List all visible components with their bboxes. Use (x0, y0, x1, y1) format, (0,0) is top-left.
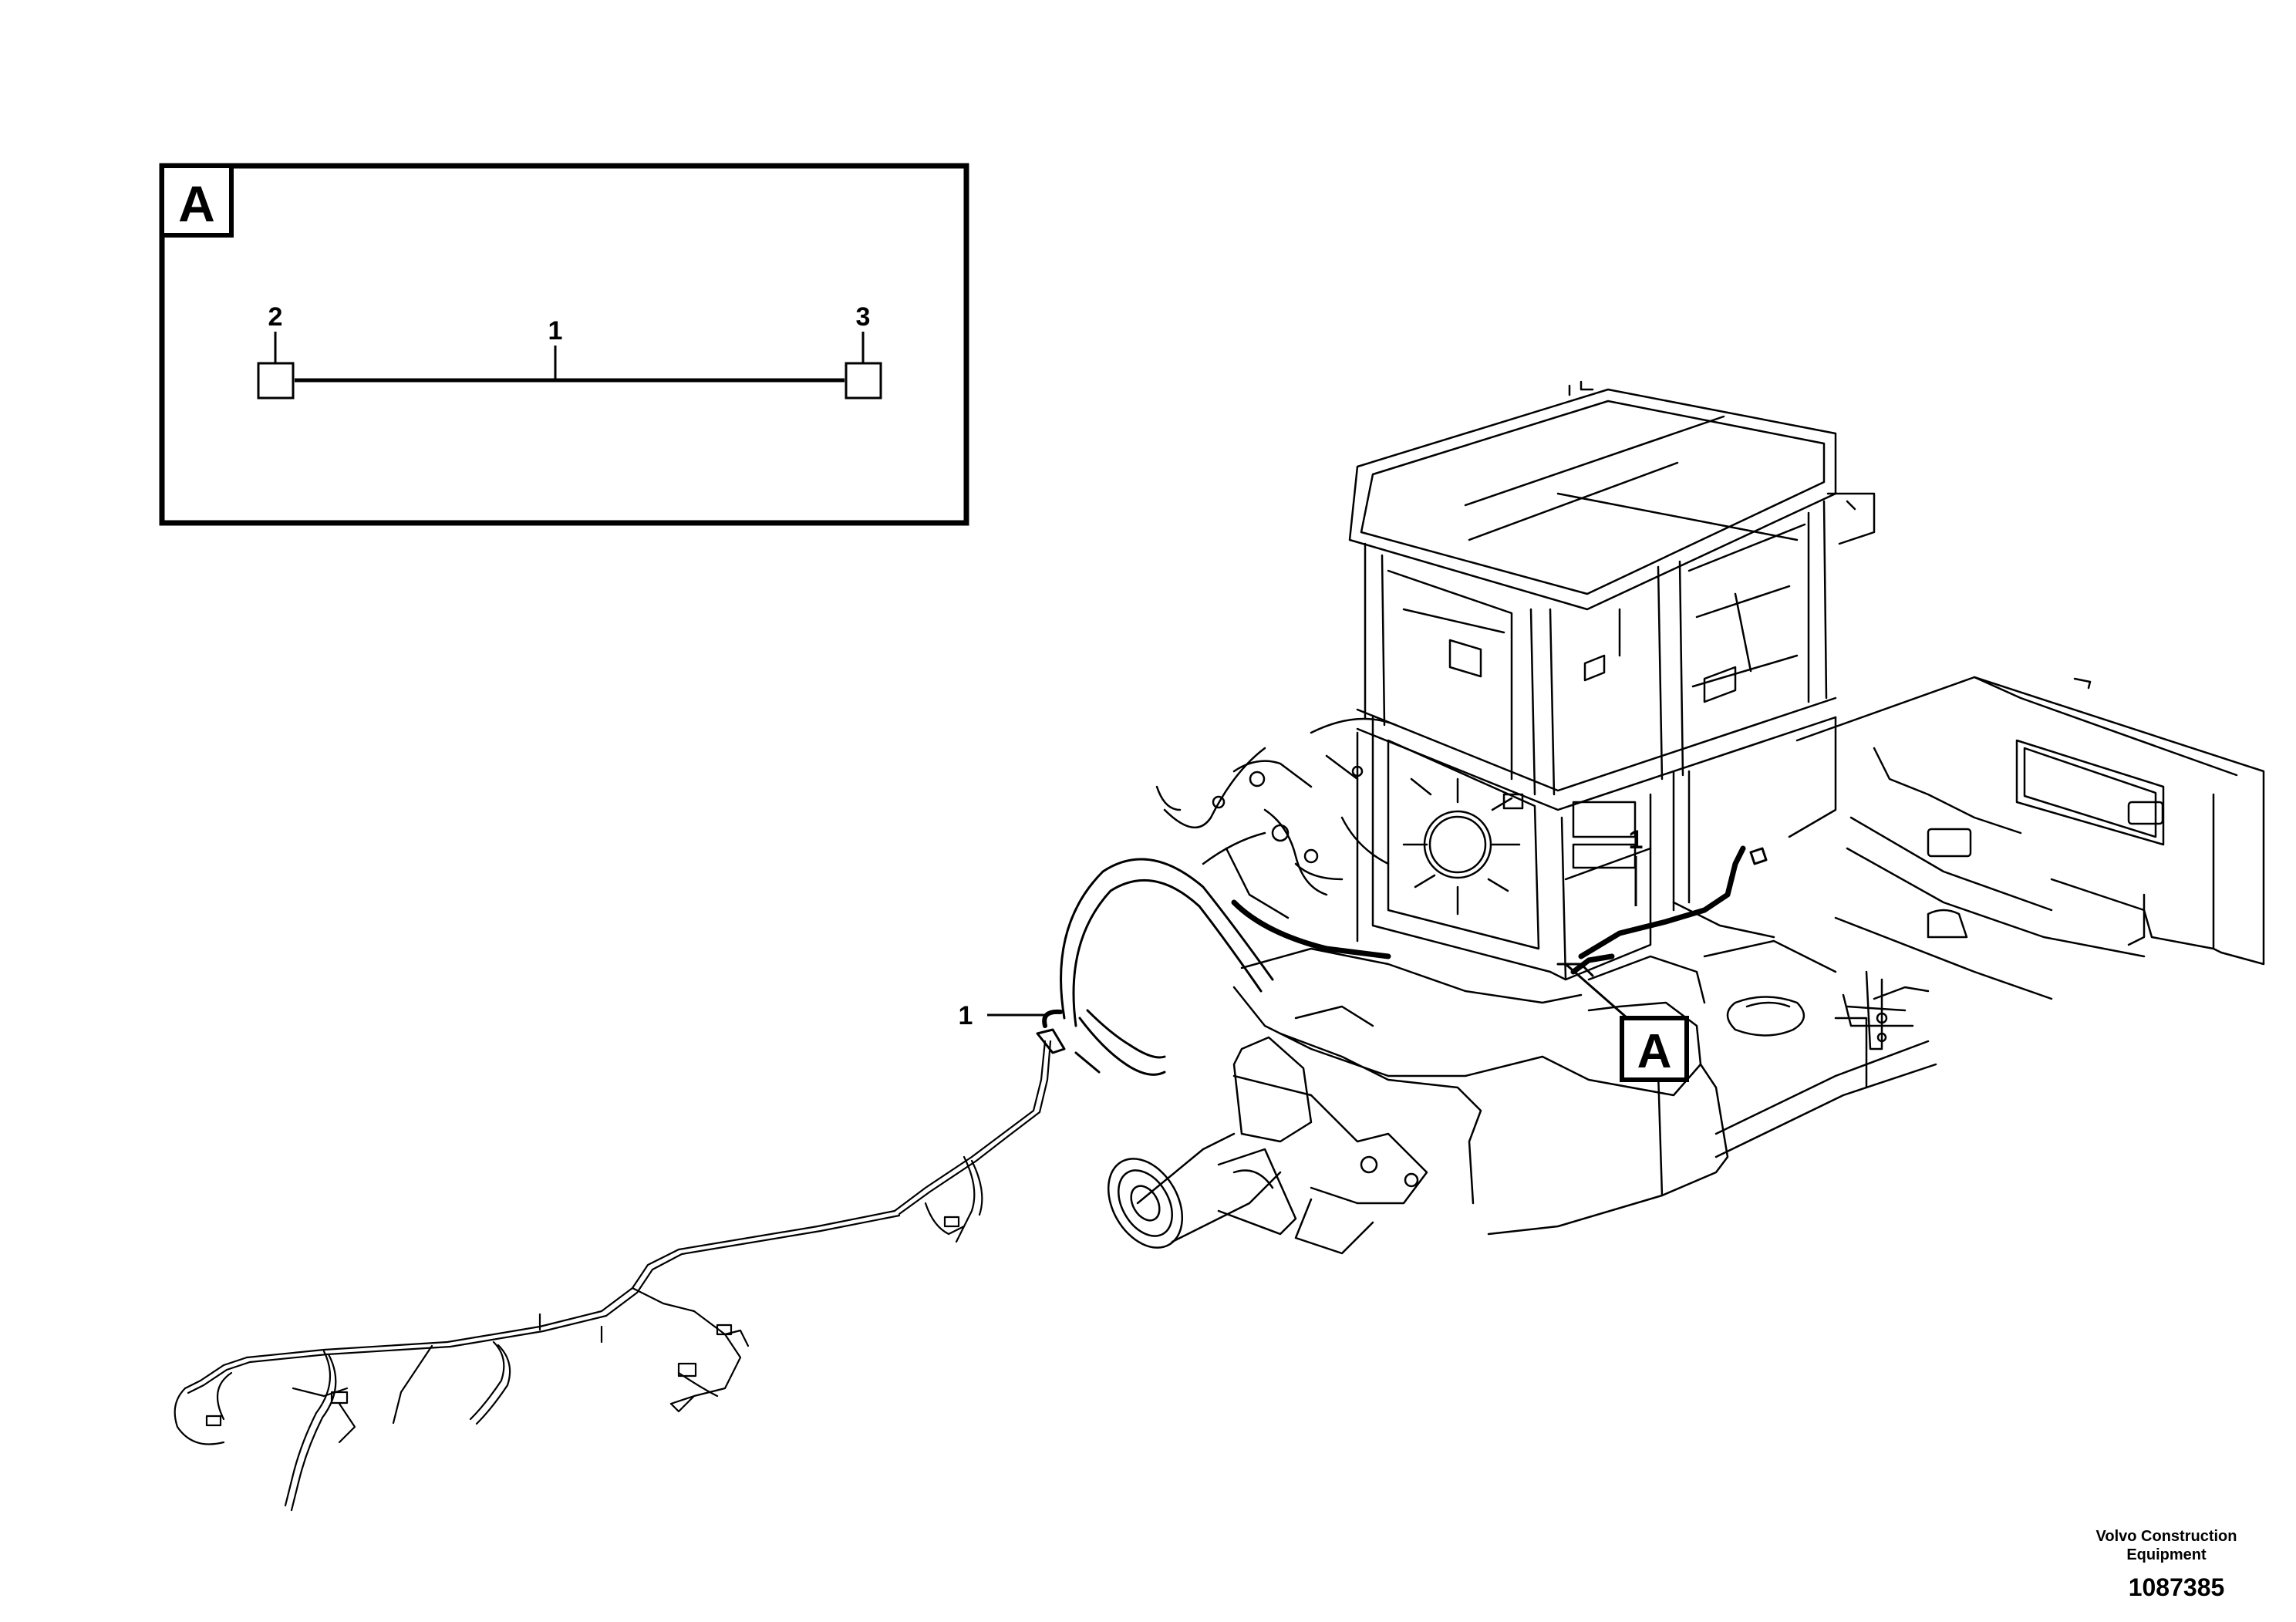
main-callouts: 1 1 A (959, 825, 1689, 1082)
front-axle (1107, 1005, 1428, 1255)
manufacturer-label: Volvo Construction Equipment (2066, 1527, 2267, 1564)
cab-door (1387, 739, 1540, 950)
item-2-label: 2 (268, 302, 283, 332)
detail-label-box (160, 164, 234, 238)
cab-harness-cluster (1155, 717, 1397, 919)
detail-marker-label: A (1637, 1025, 1672, 1078)
manufacturer-line-1: Volvo Construction (2095, 1528, 2237, 1545)
detail-frame (159, 163, 969, 526)
rear-frame (1795, 676, 2265, 1050)
detail-marker-box (1620, 1016, 1689, 1082)
loose-harness (174, 1040, 1052, 1512)
connector-right (845, 362, 882, 400)
manufacturer-line-2: Equipment (2126, 1546, 2207, 1563)
cab-body (1356, 500, 1837, 981)
detail-view-a: A 2 1 3 (159, 163, 969, 526)
callout-1-left: 1 (959, 1001, 973, 1030)
callout-1-right: 1 (1629, 825, 1644, 855)
detail-marker-leader (1565, 963, 1628, 1020)
cab-roof (1348, 380, 1876, 611)
item-3-label: 3 (856, 302, 871, 332)
illustration-number: 1087385 (2128, 1573, 2225, 1601)
machine-frame-drawing (1107, 380, 2265, 1255)
connector-left (257, 362, 295, 400)
detail-label: A (178, 175, 215, 232)
highlighted-harness (1036, 845, 1768, 1076)
front-frame (1232, 901, 1937, 1236)
item-1-label: 1 (548, 316, 563, 346)
